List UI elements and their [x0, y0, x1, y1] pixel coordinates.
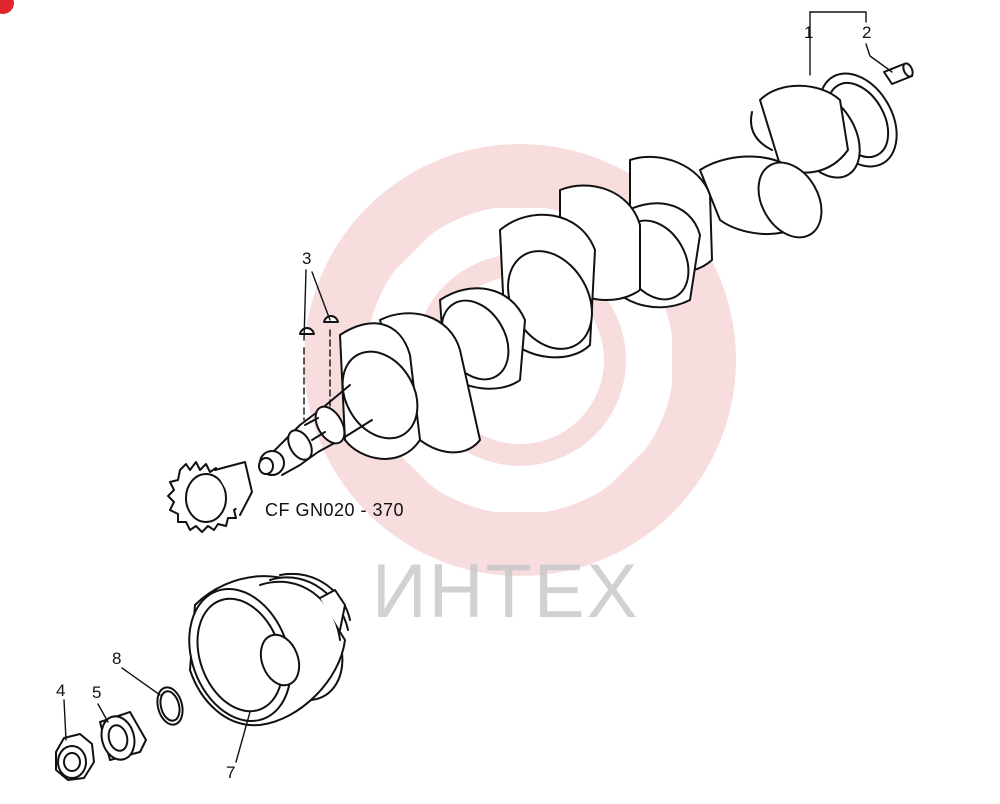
hex-nut — [55, 733, 95, 781]
crank-pulley — [188, 572, 351, 727]
callout-1: 1 — [804, 23, 814, 42]
woodruff-keys — [299, 315, 339, 335]
watermark-text: ИНТЕХ — [372, 549, 640, 634]
collar — [99, 711, 147, 761]
callout-5: 5 — [92, 683, 102, 702]
crankshaft — [258, 72, 898, 476]
callout-8: 8 — [112, 649, 122, 668]
leader-lines — [63, 11, 893, 763]
dowel-pin — [883, 62, 914, 85]
corner-badge — [0, 0, 14, 14]
callout-7: 7 — [226, 763, 236, 782]
callout-3: 3 — [302, 249, 312, 268]
reference-note: CF GN020 - 370 — [265, 500, 405, 520]
callout-2: 2 — [862, 23, 872, 42]
timing-gear — [167, 461, 253, 533]
o-ring — [156, 686, 184, 726]
callout-4: 4 — [56, 681, 66, 700]
